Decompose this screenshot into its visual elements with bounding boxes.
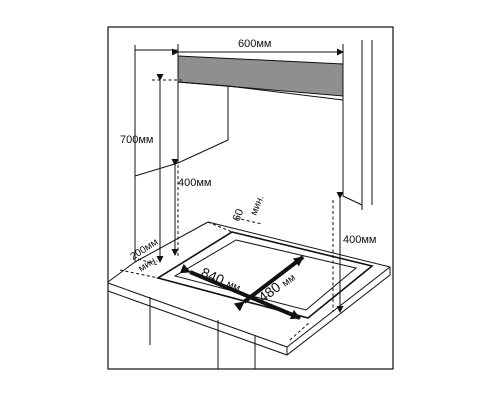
base-cabinet-lines <box>149 297 256 369</box>
min-60-unit: мин. <box>249 194 267 217</box>
right-wall-unit <box>342 95 363 206</box>
cutout-depth-arrow <box>233 255 305 312</box>
height-700-dimension <box>152 74 182 263</box>
width-label: 600мм <box>238 38 271 50</box>
range-hood <box>177 55 344 101</box>
clearance-guides <box>119 217 311 341</box>
height-400-left-label: 400мм <box>178 177 211 189</box>
height-400-right-label: 400мм <box>343 234 376 246</box>
diagram-frame <box>107 26 394 370</box>
min-60-label: 60 <box>231 207 247 223</box>
height-700-label: 700мм <box>120 134 153 146</box>
width-dimension <box>172 44 344 64</box>
